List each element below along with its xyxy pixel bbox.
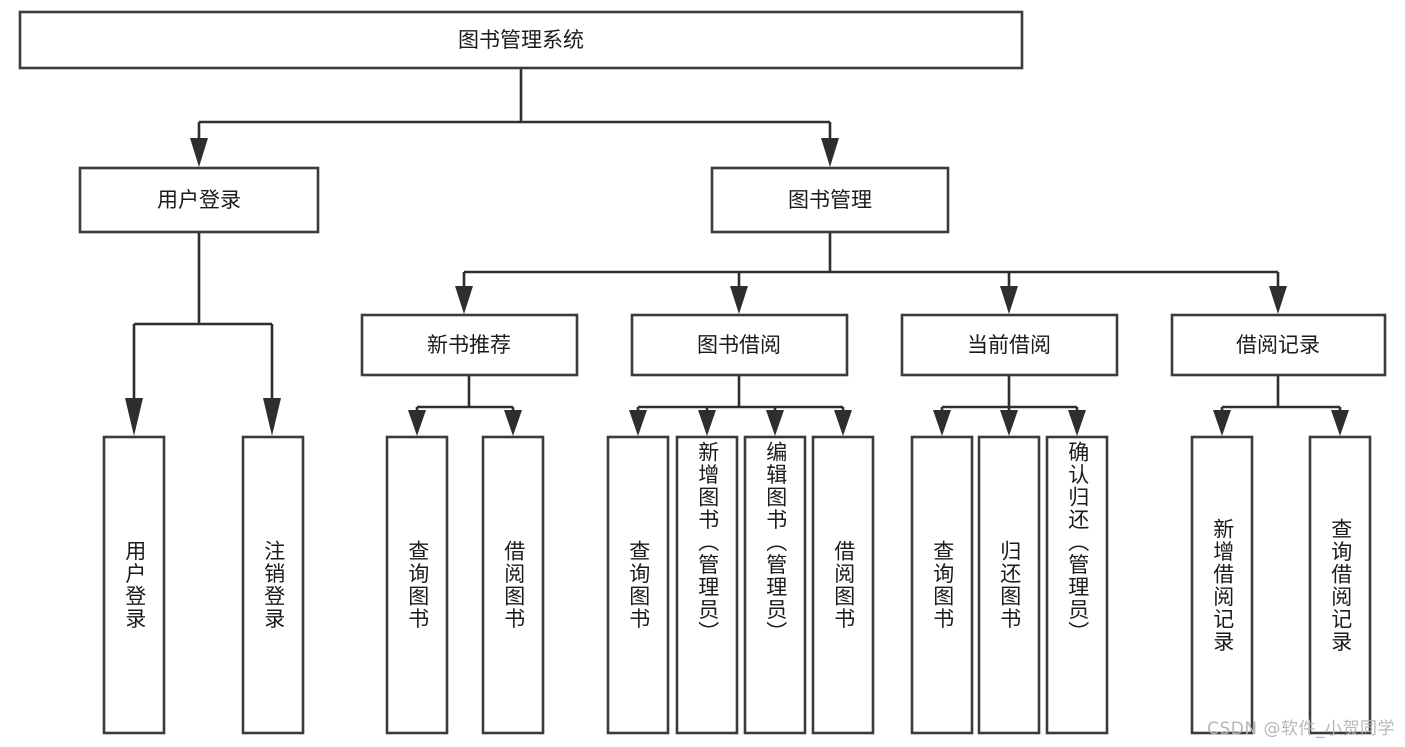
arrow-head-leaf-cb-confirm bbox=[1068, 410, 1086, 436]
arrow-head-borrow-record bbox=[1269, 286, 1287, 314]
watermark-text: CSDN @软件_小贺同学 bbox=[1207, 719, 1395, 739]
node-root-box[interactable] bbox=[18, 10, 1024, 70]
node-book-management-label: 图书管理 bbox=[788, 188, 872, 212]
node-book-management-box[interactable] bbox=[710, 166, 950, 234]
leaf-box-logout[interactable] bbox=[241, 435, 305, 735]
node-new-book-recommend-label: 新书推荐 bbox=[427, 333, 511, 357]
leaf-box-nb-query-book[interactable] bbox=[385, 435, 449, 735]
arrow-head-leaf-br-add bbox=[1213, 410, 1231, 436]
node-book-borrow-box[interactable] bbox=[630, 313, 849, 377]
node-current-borrow-label: 当前借阅 bbox=[967, 333, 1051, 357]
leaf-box-br-add-record[interactable] bbox=[1190, 435, 1254, 735]
arrow-head-leaf-logout bbox=[263, 398, 281, 436]
arrow-head-leaf-nb-query bbox=[408, 410, 426, 436]
connector-group-book-mgmt-to-level3 bbox=[455, 232, 1287, 314]
connector-group-new-book-to-leaves bbox=[408, 375, 522, 436]
arrow-head-leaf-bb-edit bbox=[766, 410, 784, 436]
node-user-login-box[interactable] bbox=[78, 166, 320, 234]
arrow-head-leaf-br-query bbox=[1331, 410, 1349, 436]
arrow-head-book-mgmt bbox=[821, 138, 839, 167]
connector-group-current-borrow-to-leaves bbox=[933, 375, 1086, 436]
leaf-box-nb-borrow-book[interactable] bbox=[481, 435, 545, 735]
node-new-book-recommend-box[interactable] bbox=[360, 313, 579, 377]
node-book-borrow-label: 图书借阅 bbox=[697, 333, 781, 357]
node-user-login-label: 用户登录 bbox=[157, 188, 241, 212]
arrow-head-leaf-cb-return bbox=[1000, 410, 1018, 436]
leaf-box-bb-edit-book[interactable] bbox=[743, 435, 807, 735]
arrow-head-leaf-cb-query bbox=[933, 410, 951, 436]
node-root[interactable]: 图书管理系统 bbox=[18, 10, 1024, 70]
node-current-borrow-box[interactable] bbox=[900, 313, 1119, 377]
connector-group-book-borrow-to-leaves bbox=[629, 375, 852, 436]
arrow-head-leaf-user-login bbox=[125, 398, 143, 436]
arrow-head-book-borrow bbox=[730, 286, 748, 314]
arrow-head-user-login bbox=[190, 138, 208, 167]
connector-group-user-login-to-leaves bbox=[125, 232, 281, 436]
arrow-head-leaf-bb-borrow bbox=[834, 410, 852, 436]
leaf-box-cb-query-book[interactable] bbox=[910, 435, 974, 735]
node-book-management[interactable]: 图书管理 bbox=[710, 166, 950, 234]
leaf-box-bb-borrow-book[interactable] bbox=[811, 435, 875, 735]
arrow-head-leaf-nb-borrow bbox=[504, 410, 522, 436]
leaf-box-cb-return-book[interactable] bbox=[977, 435, 1041, 735]
node-book-borrow[interactable]: 图书借阅 bbox=[630, 313, 849, 377]
node-borrow-record-label: 借阅记录 bbox=[1236, 333, 1320, 357]
node-current-borrow[interactable]: 当前借阅 bbox=[900, 313, 1119, 377]
arrow-head-leaf-bb-query bbox=[629, 410, 647, 436]
arrow-head-current-borrow bbox=[1000, 286, 1018, 314]
node-user-login[interactable]: 用户登录 bbox=[78, 166, 320, 234]
leaf-box-user-login[interactable] bbox=[102, 435, 166, 735]
node-borrow-record[interactable]: 借阅记录 bbox=[1170, 313, 1387, 377]
leaf-box-bb-query-book[interactable] bbox=[606, 435, 670, 735]
leaf-box-group bbox=[102, 435, 1372, 735]
node-root-label: 图书管理系统 bbox=[458, 28, 584, 52]
connector-group-borrow-record-to-leaves bbox=[1213, 375, 1349, 436]
leaf-box-cb-confirm-return[interactable] bbox=[1045, 435, 1109, 735]
arrow-head-leaf-bb-add bbox=[698, 410, 716, 436]
leaf-box-bb-add-book[interactable] bbox=[675, 435, 739, 735]
node-new-book-recommend[interactable]: 新书推荐 bbox=[360, 313, 579, 377]
connector-group-root-to-level2 bbox=[190, 68, 839, 167]
arrow-head-new-book-recommend bbox=[455, 286, 473, 314]
leaf-box-br-query-record[interactable] bbox=[1308, 435, 1372, 735]
node-borrow-record-box[interactable] bbox=[1170, 313, 1387, 377]
